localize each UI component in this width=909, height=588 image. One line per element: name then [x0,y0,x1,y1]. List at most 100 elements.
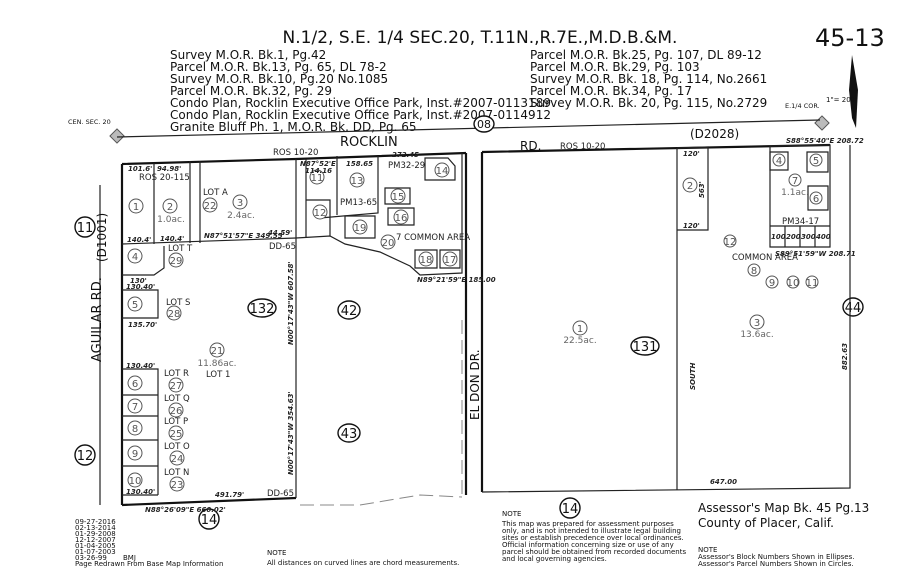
parcel-number: 2 [167,202,173,213]
parcel-number: 3 [754,318,760,329]
road-label-el-don: EL DON DR. [468,349,482,420]
parcel-number: 1 [133,202,139,213]
block-number-ellipse [337,423,361,443]
map-title: N.1/2, S.E. 1/4 SEC.20, T.11N.,R.7E.,M.D… [283,28,678,48]
block-number: 132 [250,302,275,317]
parcel-number: 4 [776,156,782,167]
parcel-number: 23 [171,480,184,491]
parcel-number: 13 [351,176,364,187]
lot-label: LOT P [164,417,188,427]
dimension: N87°51'57"E 349.55' [204,232,285,240]
revision-date: 09-27-2016 [75,518,116,526]
dimension: 120' [683,222,700,230]
plat-label: DD-65 [267,489,294,499]
block-number-ellipse [630,336,660,356]
rocklin-road-centerline [116,119,821,138]
block-number-ellipse [74,444,96,466]
reference: Survey M.O.R. Bk. 20, Pg. 115, No.2729 [530,96,767,110]
map-number: 45-13 [815,24,885,52]
road-code: 08 [477,118,491,131]
revision-date: 01-04-2005 [75,542,116,550]
parcel-number: 12 [724,237,737,248]
block-number: 14 [562,502,579,517]
unit-number: 200 [786,233,801,241]
parcel-number: 7 [132,402,138,413]
road-id: (D2028) [690,127,739,141]
parcel-number: 8 [751,266,757,277]
parcel-number: 11 [806,278,819,289]
ros-label: ROS 10-20 [560,142,605,152]
parcel-number: 3 [237,198,243,209]
reference: Parcel M.O.R. Bk.32, Pg. 29 [170,84,332,98]
lot-label: LOT 1 [206,370,230,380]
parcel-acreage: 1.0ac. [157,215,185,225]
road-label-rd: RD. [520,139,541,153]
legend-note: Assessor's Parcel Numbers Shown in Circl… [698,560,854,568]
parcel-number: 4 [132,252,138,263]
section-corner-icon [814,115,830,131]
disclaimer-note: This map was prepared for assessment pur… [501,520,686,563]
dimension: N88°26'09"E 660.02' [145,506,226,514]
dimension: 94.98' [157,165,181,173]
lot-label: LOT R [164,369,189,379]
parcel-number: 16 [395,213,408,224]
dimension: 130.40' [126,488,155,496]
parcel-acreage: 13.6ac. [740,330,773,340]
assessor-map-title: Assessor's Map Bk. 45 Pg.13 [698,501,869,515]
parcel-number: 22 [204,201,217,212]
dimension: SOUTH [689,363,697,390]
dimension: 158.65 [346,160,373,168]
note-title: NOTE [267,549,286,557]
dimension: 44.59' [268,229,292,237]
lot-label: LOT A [203,188,228,198]
ros-label: ROS 20-115 [139,173,190,183]
legend-note: Assessor's Block Numbers Shown in Ellips… [698,553,854,561]
parcel-number: 10 [787,278,800,289]
parcel-acreage: 22.5ac. [563,336,596,346]
unit-number: 100 [771,233,786,241]
dimension: 647.00 [710,478,737,486]
road-code-ellipse [473,115,495,133]
block-number: 11 [77,221,94,236]
lot-label: LOT N [164,468,189,478]
note-text: All distances on curved lines are chord … [267,559,459,567]
block-number-ellipse [198,508,220,530]
revision-date: 02-13-2014 [75,524,116,532]
dimension: 563' [698,181,706,198]
section-corner-icon [109,128,125,144]
west-parcels: 1 2 1.0ac. 3 2.4ac. 22 LOT A 4 29 LOT T … [127,188,255,492]
common-area-label: 7 COMMON AREA [396,233,470,243]
road-label-aguilar: AGUILAR RD. [90,277,105,362]
lot-label: LOT S [166,298,190,308]
parcel-number: 18 [420,255,433,266]
road-id: (D1001) [95,213,109,262]
central-parcels: 11 12 13 PM13-65 14 PM32-29 15 16 17 18 … [295,151,496,284]
block-number-ellipse [247,298,277,318]
parcel-number: 10 [129,476,142,487]
revision-date: 01-07-2003 [75,548,116,556]
plat-label: PM32-29 [388,161,425,171]
parcel-number: 2 [687,181,693,192]
dimension: 101.6' [128,165,152,173]
east-parcels: 1 22.5ac. 2 3 13.6ac. 4 5 6 7 1.1ac. PM3… [481,137,864,493]
svg-text:sites or establish precedence: sites or establish precedence over local… [502,534,684,542]
svg-text:only, and is not intended to i: only, and is not intended to illustrate … [502,527,681,535]
parcel-number: 20 [382,238,395,249]
block-number-ellipse [74,216,96,238]
dimension: 120' [683,150,700,158]
reference: Survey M.O.R. Bk.1, Pg.42 [170,48,326,62]
revision-dates: 09-27-2016 02-13-2014 01-29-2008 12-12-2… [75,518,223,568]
block-number: 43 [341,427,358,442]
dimension: 135.70' [128,321,157,329]
block-number: 42 [341,304,358,319]
parcel-acreage: 11.86ac. [197,359,236,369]
north-arrow-icon [849,55,858,128]
parcel-number: 29 [170,256,183,267]
dimension: 272.45 [392,151,419,159]
note-title: NOTE [502,510,521,518]
reference: Granite Bluff Ph. 1, M.O.R. Bk. DD, Pg. … [170,120,417,134]
parcel-acreage: 2.4ac. [227,211,255,221]
dimension: S88°55'40"E 208.72 [786,137,864,145]
dimension: 130.40' [126,362,155,370]
svg-text:Official information concernin: Official information concerning size or … [502,541,674,549]
